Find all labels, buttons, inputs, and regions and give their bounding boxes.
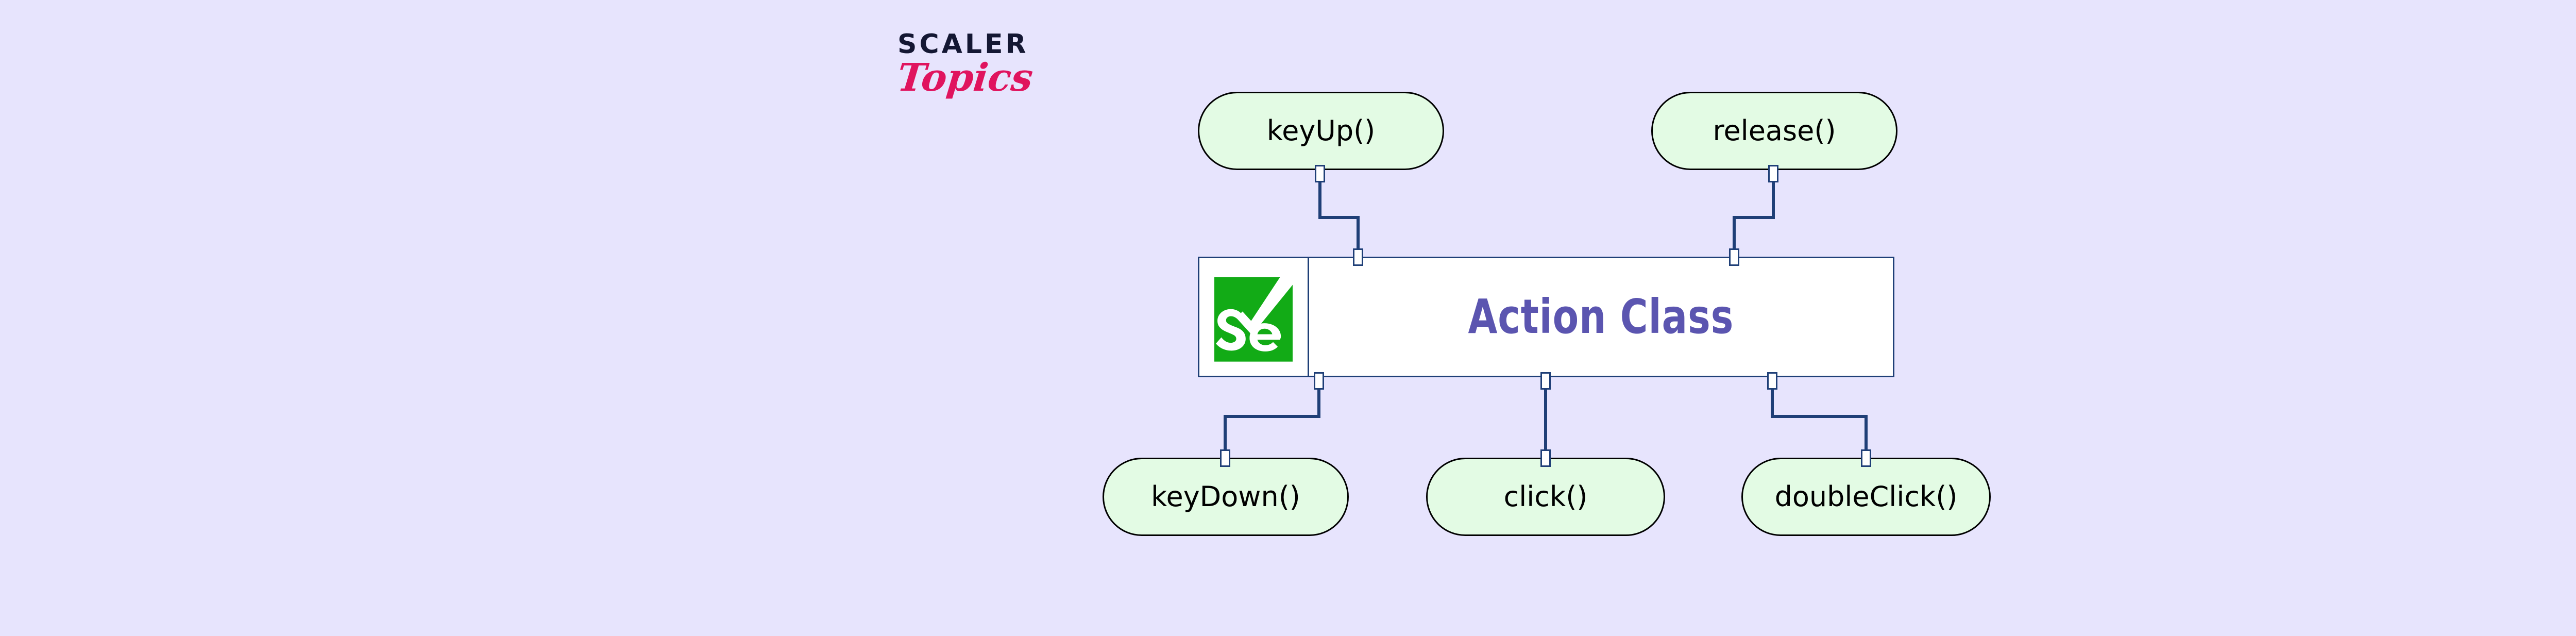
node-release-label: release(): [1713, 114, 1836, 147]
port-box-bottom-left: [1314, 372, 1324, 390]
port-keyup-out: [1315, 165, 1325, 182]
port-box-bottom-right: [1767, 372, 1777, 390]
node-keydown[interactable]: keyDown(): [1103, 458, 1349, 536]
connector-doubleclick: [1771, 377, 1868, 458]
port-keydown-in: [1220, 449, 1230, 467]
node-keyup-label: keyUp(): [1266, 114, 1376, 147]
action-class-logo-cell: [1199, 258, 1309, 376]
port-box-top-right: [1729, 248, 1739, 266]
node-doubleclick[interactable]: doubleClick(): [1741, 458, 1991, 536]
node-doubleclick-label: doubleClick(): [1774, 480, 1958, 513]
action-class-title: Action Class: [1468, 289, 1734, 344]
port-box-top-left: [1353, 248, 1363, 266]
port-box-bottom-mid: [1540, 372, 1551, 390]
scaler-topics-logo: SCALER Topics: [895, 29, 1052, 129]
selenium-logo-icon: [1214, 272, 1293, 362]
action-class-title-cell: Action Class: [1309, 258, 1893, 376]
node-release[interactable]: release(): [1651, 92, 1897, 170]
connector-keyup: [1318, 170, 1360, 257]
connector-release: [1733, 170, 1775, 257]
node-keyup[interactable]: keyUp(): [1198, 92, 1444, 170]
action-class-box[interactable]: Action Class: [1198, 257, 1894, 377]
port-doubleclick-in: [1861, 449, 1871, 467]
brand-wordmark-text: SCALER: [897, 29, 1029, 60]
port-release-out: [1768, 165, 1778, 182]
port-click-in: [1540, 449, 1551, 467]
node-click[interactable]: click(): [1426, 458, 1665, 536]
node-click-label: click(): [1503, 480, 1588, 513]
node-keydown-label: keyDown(): [1151, 480, 1300, 513]
connector-keydown: [1224, 377, 1320, 458]
